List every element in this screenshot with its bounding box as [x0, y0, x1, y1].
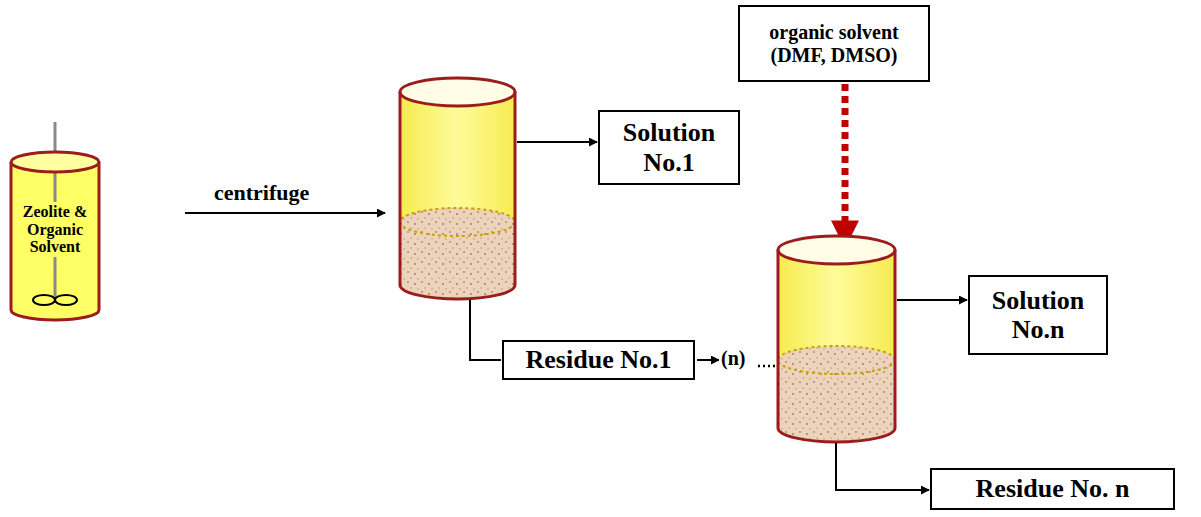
centrifuge-tube — [778, 236, 895, 442]
solution-box: Solution No.1 — [598, 110, 740, 185]
repeat-arrow — [697, 359, 719, 361]
residue-box: Residue No. n — [930, 468, 1175, 510]
step-label: centrifuge — [212, 181, 311, 205]
stirrer-blade — [55, 295, 77, 305]
repeat-count: (n) — [719, 347, 747, 369]
residue-line — [470, 300, 501, 360]
solution-box: Solution No.n — [968, 275, 1108, 355]
process-arrow — [185, 212, 385, 214]
output-arrow — [897, 299, 967, 301]
box-label: Solution No.n — [976, 286, 1100, 344]
box-label: Solution No.1 — [606, 118, 732, 176]
residue-line — [836, 443, 929, 490]
mixing-vessel: Zeolite & Organic Solvent — [8, 150, 102, 325]
output-arrow — [517, 141, 597, 143]
solvent-box: organic solvent (DMF, DMSO) — [738, 5, 930, 82]
centrifuge-tube — [400, 78, 515, 299]
residue-box: Residue No.1 — [502, 340, 695, 380]
box-label: Residue No. n — [976, 474, 1130, 503]
box-label: Residue No.1 — [526, 345, 672, 374]
solvent-feed-arrow — [842, 84, 849, 226]
stirrer-blade — [33, 295, 55, 305]
content-label: Zeolite & Organic Solvent — [14, 202, 96, 258]
repeat-dots — [758, 365, 778, 368]
box-label: organic solvent (DMF, DMSO) — [746, 21, 922, 66]
